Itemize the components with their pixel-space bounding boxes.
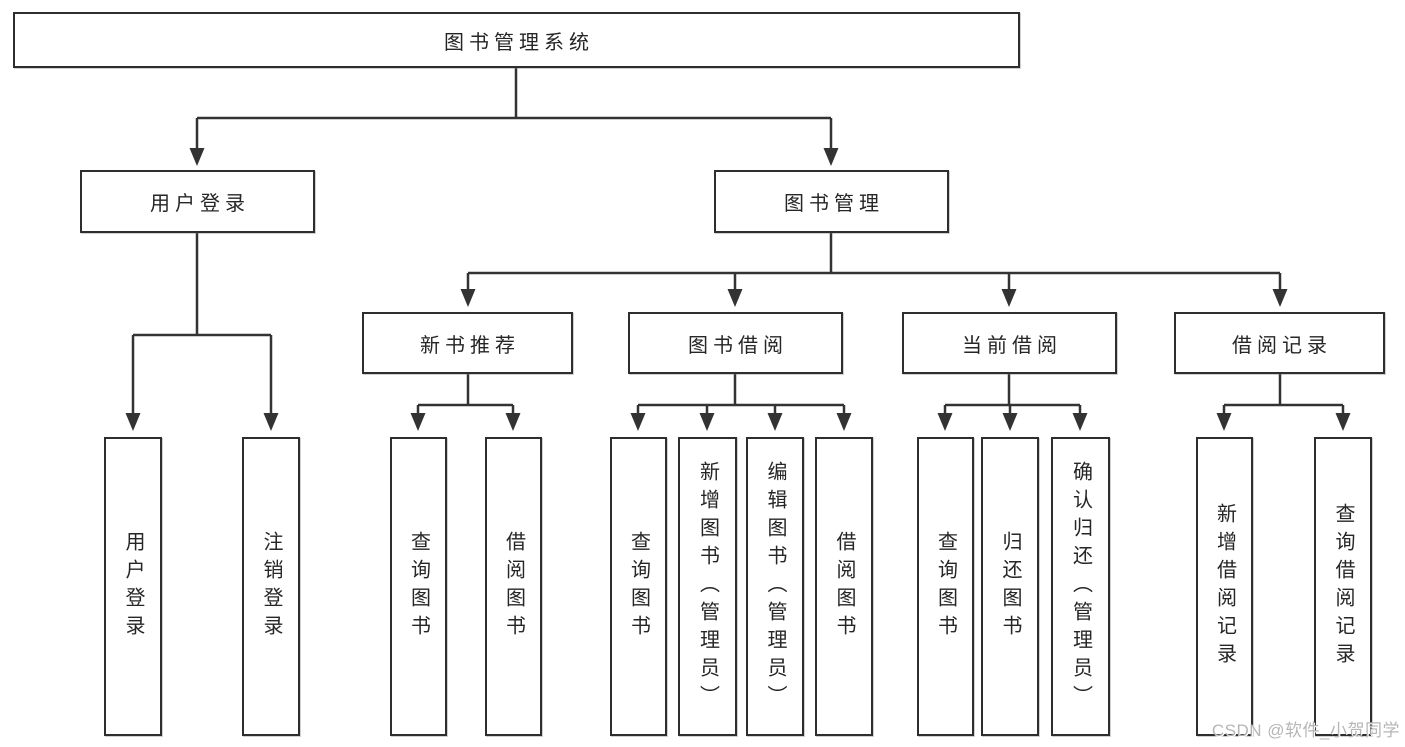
leaf-query-books-recommend: 查询图书 xyxy=(390,437,447,736)
leaf-return-books: 归还图书 xyxy=(981,437,1039,736)
node-current-borrow: 当前借阅 xyxy=(902,312,1117,374)
node-user-login: 用户登录 xyxy=(80,170,315,233)
leaf-borrow-books: 借阅图书 xyxy=(815,437,873,736)
leaf-query-borrow-record: 查询借阅记录 xyxy=(1314,437,1372,736)
node-book-borrow: 图书借阅 xyxy=(628,312,843,374)
csdn-watermark: CSDN @软件_小贺同学 xyxy=(1211,721,1400,740)
node-borrow-records: 借阅记录 xyxy=(1174,312,1385,374)
leaf-user-login: 用户登录 xyxy=(104,437,162,736)
leaf-confirm-return-admin: 确认归还（管理员） xyxy=(1051,437,1110,736)
leaf-query-books-current: 查询图书 xyxy=(917,437,974,736)
leaf-query-books-borrow: 查询图书 xyxy=(610,437,667,736)
leaf-add-borrow-record: 新增借阅记录 xyxy=(1196,437,1253,736)
leaf-add-book-admin: 新增图书（管理员） xyxy=(678,437,737,736)
node-new-book-recommend: 新书推荐 xyxy=(362,312,573,374)
leaf-borrow-books-recommend: 借阅图书 xyxy=(485,437,542,736)
leaf-logout-login: 注销登录 xyxy=(242,437,300,736)
node-book-management: 图书管理 xyxy=(714,170,949,233)
node-root: 图书管理系统 xyxy=(13,12,1020,68)
leaf-edit-book-admin: 编辑图书（管理员） xyxy=(746,437,804,736)
